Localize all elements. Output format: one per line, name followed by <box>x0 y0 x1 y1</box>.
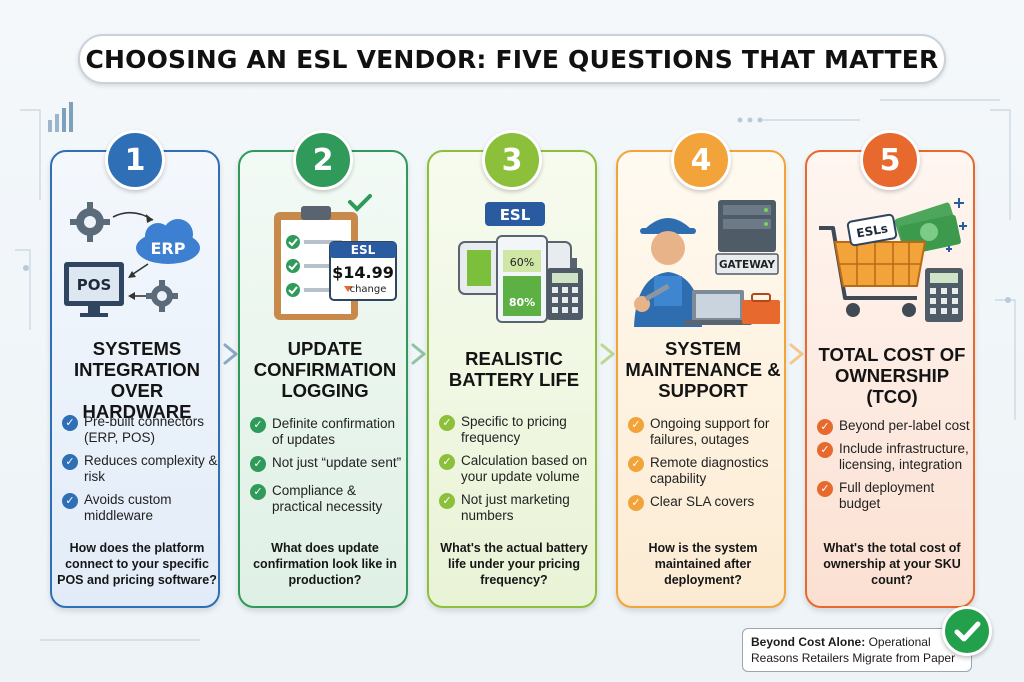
list-item: ✓Ongoing support for failures, outages <box>628 416 784 448</box>
check-icon: ✓ <box>817 442 833 458</box>
technician-illustration: GATEWAY <box>634 200 780 327</box>
check-icon: ✓ <box>439 493 455 509</box>
list-item: ✓Specific to pricing frequency <box>439 414 595 446</box>
svg-text:$14.99: $14.99 <box>332 263 394 282</box>
list-item: ✓Compliance & practical necessity <box>250 483 406 515</box>
bar-chart-icon <box>48 102 73 132</box>
step-number-badge: 5 <box>860 130 920 190</box>
check-icon: ✓ <box>817 419 833 435</box>
toolbox-icon <box>742 293 780 324</box>
check-icon: ✓ <box>62 493 78 509</box>
bullet-list: ✓Pre-built connectors (ERP, POS) ✓Reduce… <box>62 414 218 531</box>
svg-text:ESL: ESL <box>500 206 531 224</box>
list-item: ✓Include infrastructure, licensing, inte… <box>817 441 973 473</box>
list-item: ✓Clear SLA covers <box>628 494 784 511</box>
check-badge-icon <box>942 606 992 656</box>
card-update-confirmation: 2 ESL $14.99 change UPDATE CONFIRMATION … <box>238 130 408 608</box>
calculator-icon <box>925 268 963 322</box>
pos-label: POS <box>77 276 112 294</box>
card-question: How is the system maintained after deplo… <box>648 541 758 587</box>
laptop-icon <box>684 290 752 325</box>
list-item: ✓Calculation based on your update volume <box>439 453 595 485</box>
bullet-list: ✓Ongoing support for failures, outages ✓… <box>628 416 784 517</box>
erp-label: ERP <box>151 239 186 258</box>
esl-tag-icon <box>485 202 545 226</box>
list-item: ✓Reduces complexity & risk <box>62 453 218 485</box>
title-banner: CHOOSING AN ESL VENDOR: FIVE QUESTIONS T… <box>78 34 946 84</box>
cost-illustration: ESLs <box>819 198 967 322</box>
card-question: How does the platform connect to your sp… <box>57 541 217 587</box>
card-title: UPDATE CONFIRMATION LOGGING <box>253 338 397 401</box>
card-question: What's the total cost of ownership at yo… <box>823 541 961 587</box>
card-title: REALISTIC BATTERY LIFE <box>448 348 580 390</box>
related-article-text: Operational Reasons Retailers Migrate fr… <box>751 635 956 665</box>
step-number-badge: 1 <box>105 130 165 190</box>
esl-tag-icon <box>329 241 397 301</box>
wrench-icon <box>644 283 670 302</box>
chevron-right-icon <box>411 343 426 365</box>
check-icon: ✓ <box>817 481 833 497</box>
related-article-link[interactable]: Beyond Cost Alone: Operational Reasons R… <box>742 628 972 672</box>
card-battery-life: 3 ESL 60% 80% REALISTIC BATTERY L <box>427 130 597 608</box>
bullet-list: ✓Specific to pricing frequency ✓Calculat… <box>439 414 595 531</box>
integration-illustration: ERP POS <box>64 202 200 317</box>
list-item: ✓Full deployment budget <box>817 480 973 512</box>
check-icon: ✓ <box>628 456 644 472</box>
card-title: SYSTEMS INTEGRATION OVER HARDWARE <box>73 338 201 422</box>
chevron-right-icon <box>600 343 615 365</box>
card-question: What does update confirmation look like … <box>253 541 397 587</box>
bullet-list: ✓Definite confirmation of updates ✓Not j… <box>250 416 406 522</box>
list-item: ✓Pre-built connectors (ERP, POS) <box>62 414 218 446</box>
gear-icon <box>146 280 178 312</box>
svg-text:80%: 80% <box>509 296 535 309</box>
monitor-icon <box>64 262 124 317</box>
check-icon: ✓ <box>250 484 266 500</box>
server-icon <box>718 200 776 252</box>
technician-icon <box>634 218 702 327</box>
bullet-list: ✓Beyond per-label cost ✓Include infrastr… <box>817 418 973 519</box>
list-item: ✓Avoids custom middleware <box>62 492 218 524</box>
card-maintenance-support: 4 GATEWAY SYSTEM M <box>616 130 786 608</box>
check-icon: ✓ <box>250 456 266 472</box>
card-systems-integration: 1 ERP POS <box>50 130 220 608</box>
list-item: ✓Not just “update sent” <box>250 455 406 472</box>
step-number-badge: 2 <box>293 130 353 190</box>
esl-tag-icon <box>846 213 898 247</box>
check-icon: ✓ <box>62 415 78 431</box>
battery-icon <box>496 235 548 323</box>
gear-icon <box>70 202 110 242</box>
check-icon: ✓ <box>439 415 455 431</box>
check-icon: ✓ <box>62 454 78 470</box>
battery-illustration: ESL 60% 80% <box>458 202 583 323</box>
calculator-icon <box>547 268 583 320</box>
svg-text:ESL: ESL <box>351 243 376 257</box>
step-number-badge: 4 <box>671 130 731 190</box>
check-icon <box>348 194 372 212</box>
gateway-label: GATEWAY <box>719 259 775 271</box>
clipboard-illustration: ESL $14.99 change <box>274 194 397 320</box>
check-icon: ✓ <box>628 495 644 511</box>
svg-text:60%: 60% <box>510 256 534 269</box>
cloud-icon <box>136 219 200 264</box>
page-title: CHOOSING AN ESL VENDOR: FIVE QUESTIONS T… <box>85 44 939 74</box>
card-title: TOTAL COST OF OWNERSHIP (TCO) <box>818 344 966 407</box>
chevron-right-icon <box>223 343 238 365</box>
list-item: ✓Definite confirmation of updates <box>250 416 406 448</box>
card-title: SYSTEM MAINTENANCE & SUPPORT <box>625 338 781 401</box>
card-question: What's the actual battery life under you… <box>440 541 588 587</box>
chevron-right-icon <box>789 343 804 365</box>
list-item: ✓Remote diagnostics capability <box>628 455 784 487</box>
list-item: ✓Beyond per-label cost <box>817 418 973 435</box>
check-icon: ✓ <box>439 454 455 470</box>
svg-text:change: change <box>350 284 387 295</box>
card-total-cost: 5 ESLs <box>805 130 975 608</box>
check-icon: ✓ <box>628 417 644 433</box>
list-item: ✓Not just marketing numbers <box>439 492 595 524</box>
svg-text:ESLs: ESLs <box>855 221 889 240</box>
related-article-bold: Beyond Cost Alone: <box>751 635 866 649</box>
check-icon: ✓ <box>250 417 266 433</box>
step-number-badge: 3 <box>482 130 542 190</box>
shopping-cart-icon <box>819 226 927 317</box>
